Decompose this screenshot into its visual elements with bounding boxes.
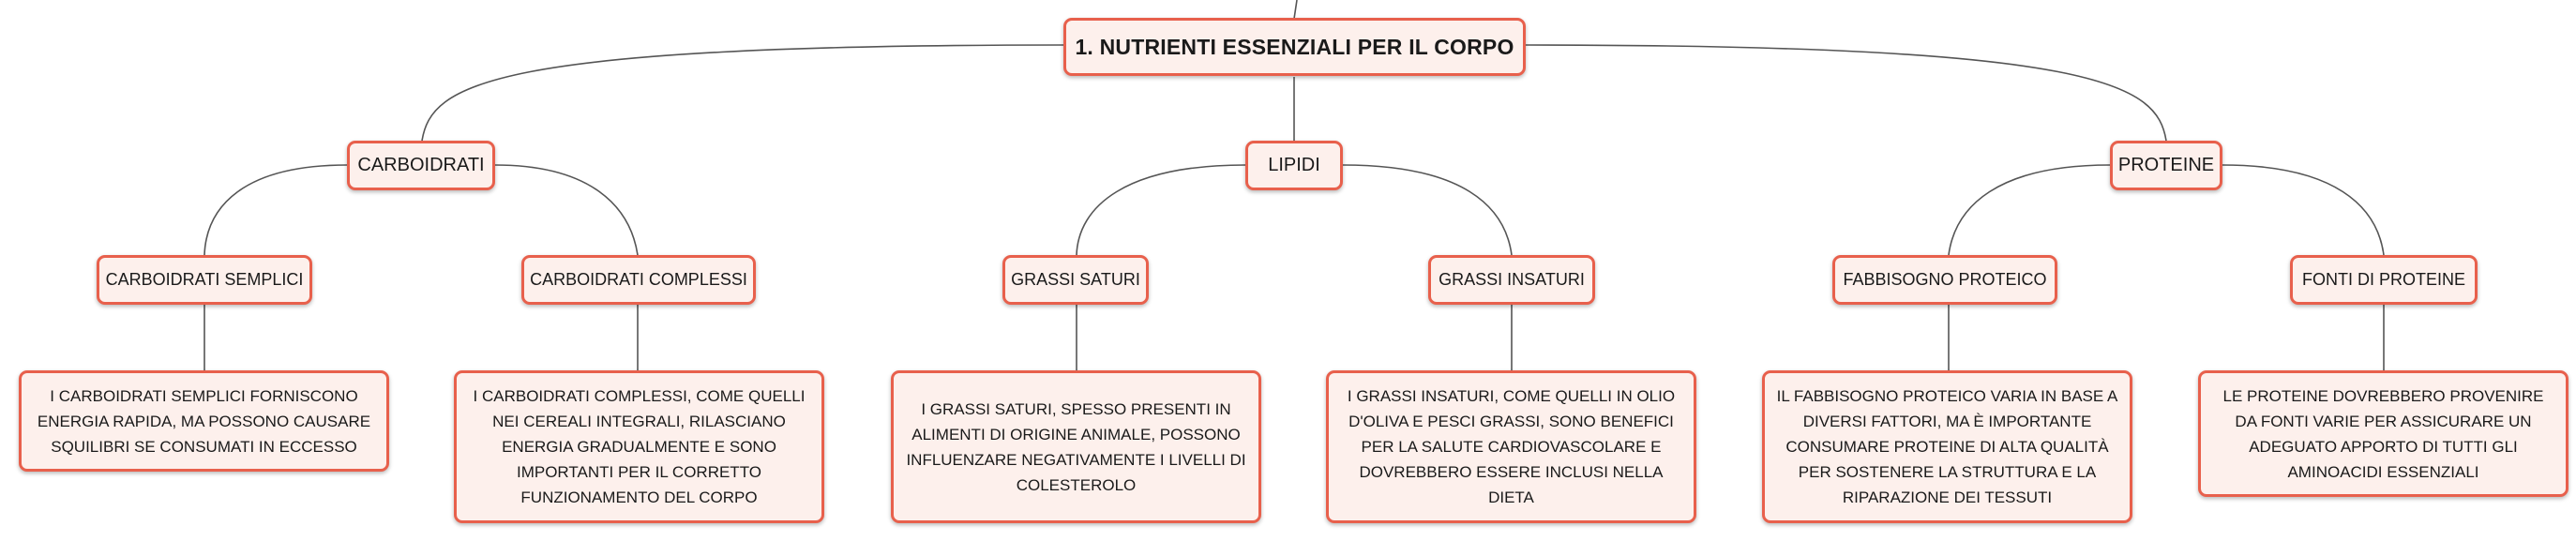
root-label: 1. NUTRIENTI ESSENZIALI PER IL CORPO <box>1075 34 1514 59</box>
node-label: GRASSI SATURI <box>1011 270 1140 289</box>
node-carboidrati-complessi[interactable]: CARBOIDRATI COMPLESSI <box>521 255 756 305</box>
detail-text: LE PROTEINE DOVREBBERO PROVENIRE DA FONT… <box>2222 386 2544 481</box>
detail-grassi-insaturi[interactable]: I GRASSI INSATURI, COME QUELLI IN OLIO D… <box>1326 370 1696 523</box>
node-label: PROTEINE <box>2117 155 2215 175</box>
detail-text: IL FABBISOGNO PROTEICO VARIA IN BASE A D… <box>1776 387 2118 506</box>
root-node[interactable]: 1. NUTRIENTI ESSENZIALI PER IL CORPO <box>1063 18 1526 76</box>
node-label: CARBOIDRATI COMPLESSI <box>530 270 747 289</box>
edge-root-carboidrati <box>421 44 1064 142</box>
detail-text: I GRASSI SATURI, SPESSO PRESENTI IN ALIM… <box>906 399 1246 494</box>
detail-text: I CARBOIDRATI SEMPLICI FORNISCONO ENERGI… <box>37 386 371 456</box>
node-fabbisogno-proteico[interactable]: FABBISOGNO PROTEICO <box>1832 255 2057 305</box>
edge-proteine-fonti <box>2222 164 2385 256</box>
detail-fonti-di-proteine[interactable]: LE PROTEINE DOVREBBERO PROVENIRE DA FONT… <box>2198 370 2568 497</box>
edge-proteine-fabbisogno <box>1948 164 2111 256</box>
node-proteine[interactable]: PROTEINE <box>2110 141 2222 190</box>
detail-carboidrati-complessi[interactable]: I CARBOIDRATI COMPLESSI, COME QUELLI NEI… <box>454 370 824 523</box>
node-label: LIPIDI <box>1268 155 1320 175</box>
node-lipidi[interactable]: LIPIDI <box>1245 141 1343 190</box>
edge-root-parent <box>1293 0 1298 20</box>
node-grassi-saturi[interactable]: GRASSI SATURI <box>1002 255 1149 305</box>
detail-text: I GRASSI INSATURI, COME QUELLI IN OLIO D… <box>1347 387 1676 506</box>
edge-root-proteine <box>1525 44 2167 142</box>
node-carboidrati[interactable]: CARBOIDRATI <box>347 141 495 190</box>
node-label: FONTI DI PROTEINE <box>2301 270 2465 289</box>
node-carboidrati-semplici[interactable]: CARBOIDRATI SEMPLICI <box>97 255 312 305</box>
edge-lipidi-insaturi <box>1342 164 1513 256</box>
detail-fabbisogno-proteico[interactable]: IL FABBISOGNO PROTEICO VARIA IN BASE A D… <box>1762 370 2132 523</box>
node-label: FABBISOGNO PROTEICO <box>1843 270 2047 289</box>
edge-carboidrati-semplici <box>203 164 348 256</box>
node-grassi-insaturi[interactable]: GRASSI INSATURI <box>1428 255 1595 305</box>
edge-lipidi-saturi <box>1076 164 1246 256</box>
node-label: CARBOIDRATI SEMPLICI <box>105 270 304 289</box>
edge-carboidrati-complessi <box>494 164 639 256</box>
node-label: CARBOIDRATI <box>357 155 485 175</box>
detail-carboidrati-semplici[interactable]: I CARBOIDRATI SEMPLICI FORNISCONO ENERGI… <box>19 370 389 472</box>
node-label: GRASSI INSATURI <box>1439 270 1585 289</box>
detail-grassi-saturi[interactable]: I GRASSI SATURI, SPESSO PRESENTI IN ALIM… <box>891 370 1261 523</box>
detail-text: I CARBOIDRATI COMPLESSI, COME QUELLI NEI… <box>473 387 806 506</box>
node-fonti-di-proteine[interactable]: FONTI DI PROTEINE <box>2290 255 2478 305</box>
